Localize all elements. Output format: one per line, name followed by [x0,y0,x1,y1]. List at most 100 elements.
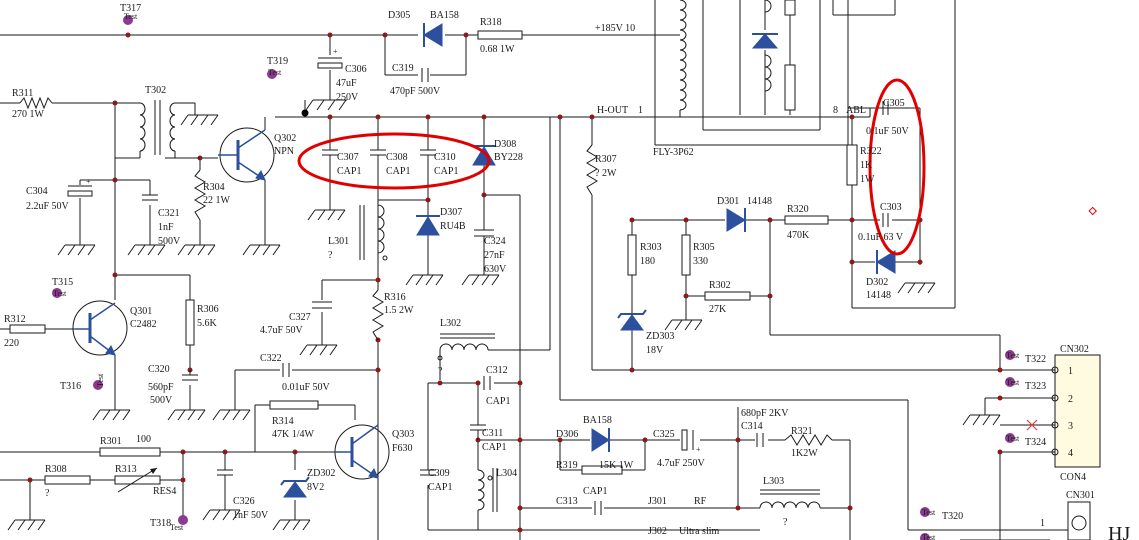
label-r302v: 27K [709,304,727,315]
test-points [52,15,1015,540]
label-c319: C319 [392,63,414,74]
label-d302: D302 [866,277,888,288]
label-c319v: 470pF 500V [390,86,441,97]
label-c325v: 4.7uF 250V [657,458,706,469]
label-test-t315: Test [53,289,67,298]
text-labels: T317 Test D305 BA158 R318 0.68 1W +185V … [4,3,1130,540]
r321-resistor-symbol [784,434,833,446]
label-l302q: ? [438,366,443,377]
label-t322: T322 [1025,354,1046,365]
label-r312: R312 [4,314,26,325]
label-c307v: CAP1 [337,166,361,177]
label-c304v: 2.2uF 50V [26,201,70,212]
label-c309: C309 [428,468,450,479]
red-marker-icon [1088,206,1097,216]
label-test-t324: Test [1006,434,1020,443]
label-c322: C322 [260,353,282,364]
label-c320: C320 [148,364,170,375]
label-r316v: 1.5 2W [384,305,414,316]
label-c324v2: 630V [484,264,507,275]
r319-resistor-symbol [581,465,623,475]
r313-variable-resistor-symbol [114,467,161,493]
label-d302v: 14148 [866,290,891,301]
label-c311: C311 [482,428,503,439]
label-c303: C303 [880,202,902,213]
label-test-t318: Test [170,523,184,532]
label-c310v: CAP1 [434,166,458,177]
label-c320v1: 560pF [148,382,174,393]
label-r314: R314 [272,416,294,427]
label-pin8: 8 [833,105,838,116]
label-c321: C321 [158,208,180,219]
fly-3p62-transformer-symbol [660,0,796,117]
c327-capacitor-symbol [312,301,332,309]
label-c312v: CAP1 [486,396,510,407]
label-l301: L301 [328,236,349,247]
c320-capacitor-symbol [182,370,198,381]
label-t302: T302 [145,85,166,96]
c312-capacitor-symbol [483,376,491,390]
label-zd303: ZD303 [646,331,674,342]
d308-diode-symbol [472,145,496,166]
label-c304: C304 [26,186,48,197]
label-c320v2: 500V [150,395,173,406]
label-r313: R313 [115,464,137,475]
c303-capacitor-symbol [882,213,889,227]
r302-resistor-symbol [704,291,751,301]
label-t320: T320 [942,511,963,522]
label-test-t319: Test [268,68,282,77]
label-t324: T324 [1025,437,1046,448]
label-r312v: 220 [4,338,19,349]
label-q302: Q302 [274,133,296,144]
label-r303: R303 [640,242,662,253]
label-r301v: 100 [136,434,151,445]
label-plus-c306: + [333,47,338,56]
label-zd303v: 18V [646,345,664,356]
label-r322: R322 [860,146,882,157]
label-d306: D306 [556,429,578,440]
label-r301: R301 [100,436,122,447]
c325-capacitor-symbol [681,429,694,451]
label-d305: D305 [388,10,410,21]
r312-resistor-symbol [9,324,46,334]
label-hout-pin: 1 [638,105,643,116]
junction-dots [27,32,1003,533]
label-r303v: 180 [640,256,655,267]
c307-c308-c310-capacitor-symbols [322,149,436,166]
label-r311v: 270 1W [12,109,45,120]
label-t317: T317 [120,3,141,14]
label-r318v: 0.68 1W [480,44,515,55]
label-pin2: 2 [1068,394,1073,405]
c309-capacitor-symbol [420,469,436,476]
label-cn302: CN302 [1060,344,1089,355]
label-j301: J301 [648,496,667,507]
label-d301: D301 [717,196,739,207]
label-pin4: 4 [1068,448,1073,459]
r322-resistor-symbol [846,144,858,186]
label-j302v: Ultra slim [679,526,719,537]
label-cn301: CN301 [1066,490,1095,501]
label-test-t322: Test [1006,351,1020,360]
label-c307: C307 [337,152,359,163]
label-r321: R321 [791,426,813,437]
r307-resistor-symbol [586,144,598,196]
ground-icon [305,99,347,111]
label-l301v: ? [328,250,333,261]
r301-resistor-symbol [99,447,161,457]
r305-resistor-symbol [681,234,691,276]
label-c313: C313 [556,496,578,507]
label-c306: C306 [345,64,367,75]
label-plus-c325: + [696,445,701,454]
q303-transistor-symbol [334,424,390,480]
label-c313v: CAP1 [583,486,607,497]
l304-inductor-symbol [477,468,498,512]
r308-resistor-symbol [44,475,91,485]
label-c312: C312 [486,365,508,376]
zd303-zener-symbol [617,309,647,331]
label-test-t317: Test [124,12,138,21]
label-r320: R320 [787,204,809,215]
label-t315: T315 [52,277,73,288]
label-r308: R308 [45,464,67,475]
c304-capacitor-symbol [67,185,93,197]
